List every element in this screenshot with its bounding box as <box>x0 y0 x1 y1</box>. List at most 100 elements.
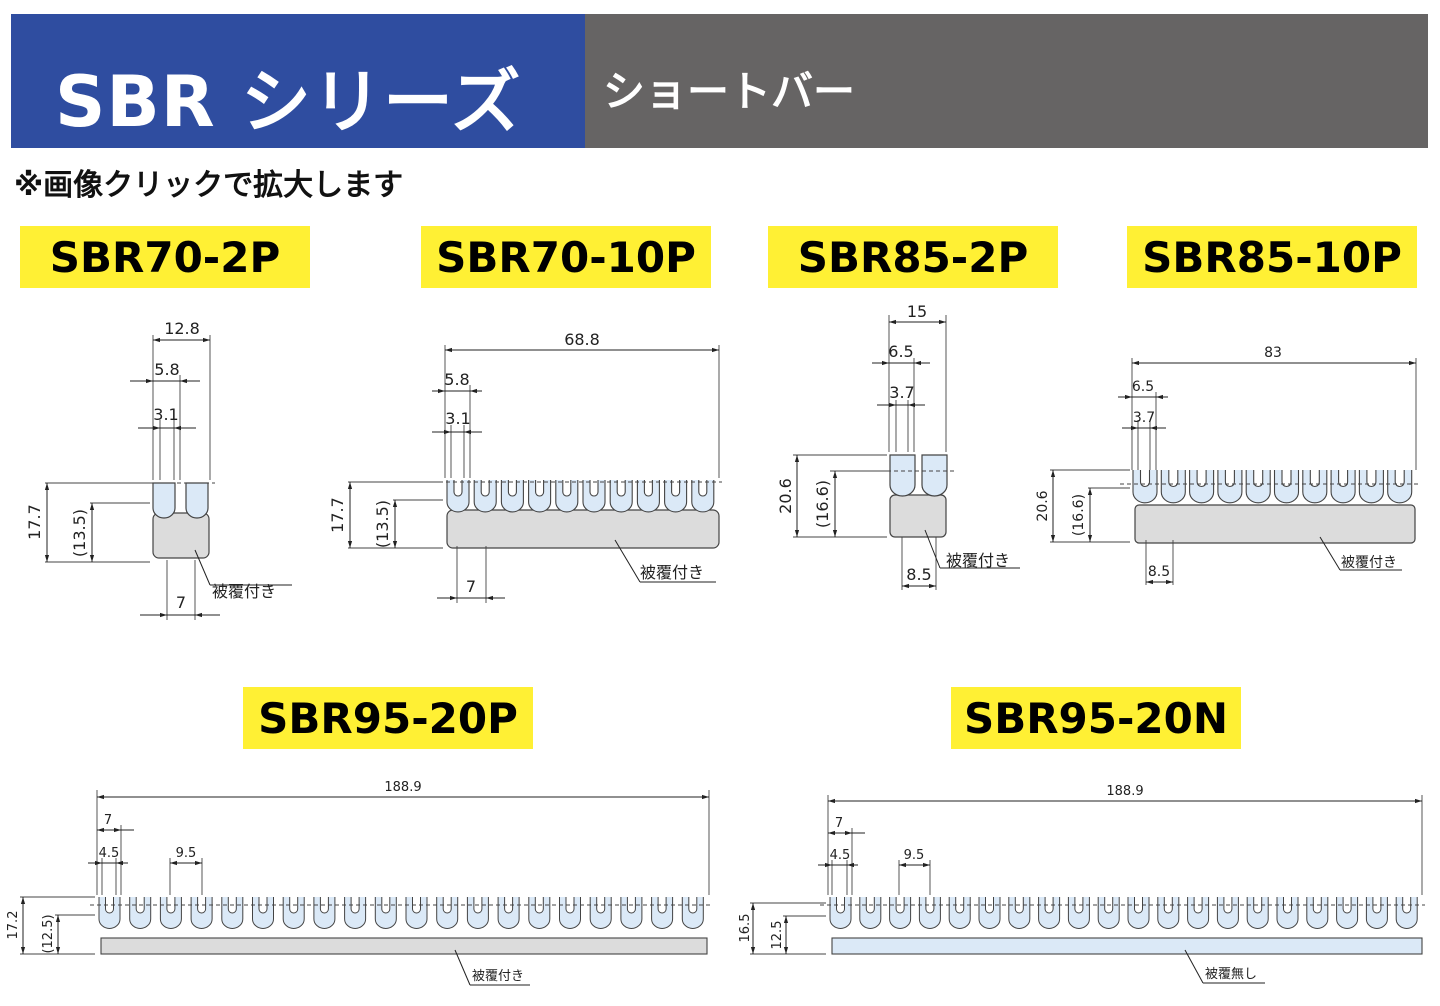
dim-height: 16.5 <box>738 914 753 943</box>
drawing-sbr70-2p[interactable]: 12.8 5.8 3.1 17.7 (13.5) 7 被覆付き <box>25 319 292 620</box>
dim-height: 17.7 <box>328 497 347 533</box>
drawing-sbr85-2p[interactable]: 15 6.5 3.7 20.6 (16.6) 8.5 被覆付き <box>776 302 1020 590</box>
dim-slot: 3.1 <box>445 409 470 428</box>
cover-label: 被覆付き <box>946 551 1010 570</box>
dim-width: 12.8 <box>164 319 200 338</box>
dim-slot: 3.7 <box>1133 410 1155 426</box>
dim-slot: 4.5 <box>99 846 120 861</box>
terminal-slot <box>504 897 514 914</box>
dim-inner-height: (12.5) <box>41 914 56 953</box>
terminal-slot <box>836 897 845 914</box>
terminal-slot <box>1163 897 1173 914</box>
terminal-slot <box>657 897 667 914</box>
model-label-sbr70-10p[interactable]: SBR70-10P <box>421 226 711 288</box>
terminal-slot <box>535 480 545 497</box>
cover-label: 被覆無し <box>1205 967 1257 982</box>
terminal-slot <box>1224 470 1235 488</box>
terminal-row <box>829 897 1418 929</box>
model-label-sbr95-20p[interactable]: SBR95-20P <box>243 687 533 749</box>
series-title: SBR シリーズ <box>55 61 522 143</box>
cover-label: 被覆付き <box>640 563 704 582</box>
dim-cover-width: 8.5 <box>1148 564 1170 580</box>
dim-total: 83 <box>1264 345 1282 361</box>
terminal-row <box>98 897 704 929</box>
dim-pitch: 5.8 <box>154 360 179 379</box>
drawing-sbr70-10p[interactable]: 68.8 5.8 3.1 17.7 (13.5) 7 被覆付き <box>328 330 722 603</box>
terminal-slot <box>453 480 463 497</box>
terminal-slot <box>1074 897 1084 914</box>
dim-pitch: 6.5 <box>1132 379 1154 395</box>
dim-height: 17.2 <box>6 911 21 940</box>
terminal-slot <box>412 897 421 914</box>
dim-total: 188.9 <box>1106 784 1143 799</box>
dim-height: 17.7 <box>25 504 44 540</box>
zoom-note: ※画像クリックで拡大します <box>14 168 404 203</box>
terminal-slot <box>1338 470 1349 488</box>
drawing-sbr95-20n[interactable]: 188.9 7 4.5 9.5 16.5 12.5 被覆無し <box>738 784 1425 984</box>
cover-label: 被覆付き <box>212 582 276 601</box>
terminal-slot <box>671 480 681 497</box>
terminal-slot <box>596 897 606 914</box>
terminal-slot <box>562 480 572 497</box>
terminal-group <box>889 454 948 497</box>
terminal-slot <box>616 480 626 497</box>
terminal-slot <box>1309 470 1320 488</box>
terminal-slot <box>1394 470 1405 488</box>
dim-inner-height: (13.5) <box>373 500 392 548</box>
terminal-slot <box>925 897 935 914</box>
dim-total: 68.8 <box>564 330 600 349</box>
terminal-slot <box>105 897 114 914</box>
dim-slot: 3.1 <box>153 405 178 424</box>
dim-cover-width: 7 <box>176 593 186 612</box>
drawing-sbr85-10p[interactable]: 83 6.5 3.7 20.6 (16.6) 8.5 被覆付き <box>1035 345 1418 585</box>
dim-height: 20.6 <box>776 478 795 514</box>
dim-cover-width: 7 <box>466 577 476 596</box>
subtitle-header: ショートバー <box>585 14 1428 148</box>
terminal-slot <box>1402 897 1412 914</box>
dim-slot: 3.7 <box>889 383 914 402</box>
terminal-slot <box>589 480 599 497</box>
dim-inner-height: 12.5 <box>770 921 785 950</box>
model-label-sbr95-20n[interactable]: SBR95-20N <box>951 687 1241 749</box>
dim-pitch: 9.5 <box>904 848 925 863</box>
model-label-sbr85-2p[interactable]: SBR85-2P <box>768 226 1058 288</box>
dim-inner-height: (16.6) <box>1071 494 1087 536</box>
dim-total: 188.9 <box>384 780 421 795</box>
dim-width: 15 <box>907 302 927 321</box>
terminal-slot <box>258 897 268 914</box>
terminal-group <box>152 482 209 519</box>
terminal-slot <box>955 897 965 914</box>
terminal-slot <box>1139 470 1151 488</box>
terminal-slot <box>1168 470 1179 488</box>
terminal-slot <box>1283 897 1292 914</box>
terminal-row <box>446 480 715 513</box>
terminal-slot <box>698 480 708 497</box>
terminal-slot <box>1366 470 1377 488</box>
dim-slot: 4.5 <box>830 848 851 863</box>
dim-height: 20.6 <box>1035 490 1051 521</box>
series-header: SBR シリーズ <box>11 14 585 148</box>
model-label-sbr85-10p[interactable]: SBR85-10P <box>1127 226 1417 288</box>
dim-cover-width: 8.5 <box>906 565 931 584</box>
dim-pitch: 6.5 <box>888 342 913 361</box>
model-label-sbr70-2p[interactable]: SBR70-2P <box>20 226 310 288</box>
terminal-slot <box>1281 470 1292 488</box>
cover-label: 被覆付き <box>472 969 524 984</box>
terminal-slot <box>480 480 490 497</box>
terminal-slot <box>1253 470 1264 488</box>
terminal-slot <box>1044 897 1054 914</box>
drawing-sbr95-20p[interactable]: 188.9 7 4.5 9.5 17.2 (12.5) 被覆付き <box>6 780 712 986</box>
terminal-slot <box>507 480 517 497</box>
terminal-slot <box>197 897 207 914</box>
terminal-slot <box>1196 470 1207 488</box>
dim-width: 7 <box>104 813 112 828</box>
terminal-slot <box>643 480 653 497</box>
dim-width: 7 <box>835 816 843 831</box>
dim-inner-height: (13.5) <box>70 509 89 557</box>
dim-inner-height: (16.6) <box>813 480 832 528</box>
dim-pitch: 5.8 <box>444 370 469 389</box>
series-subtitle: ショートバー <box>603 67 856 116</box>
terminal-slot <box>350 897 360 914</box>
terminal-row <box>1132 470 1413 504</box>
